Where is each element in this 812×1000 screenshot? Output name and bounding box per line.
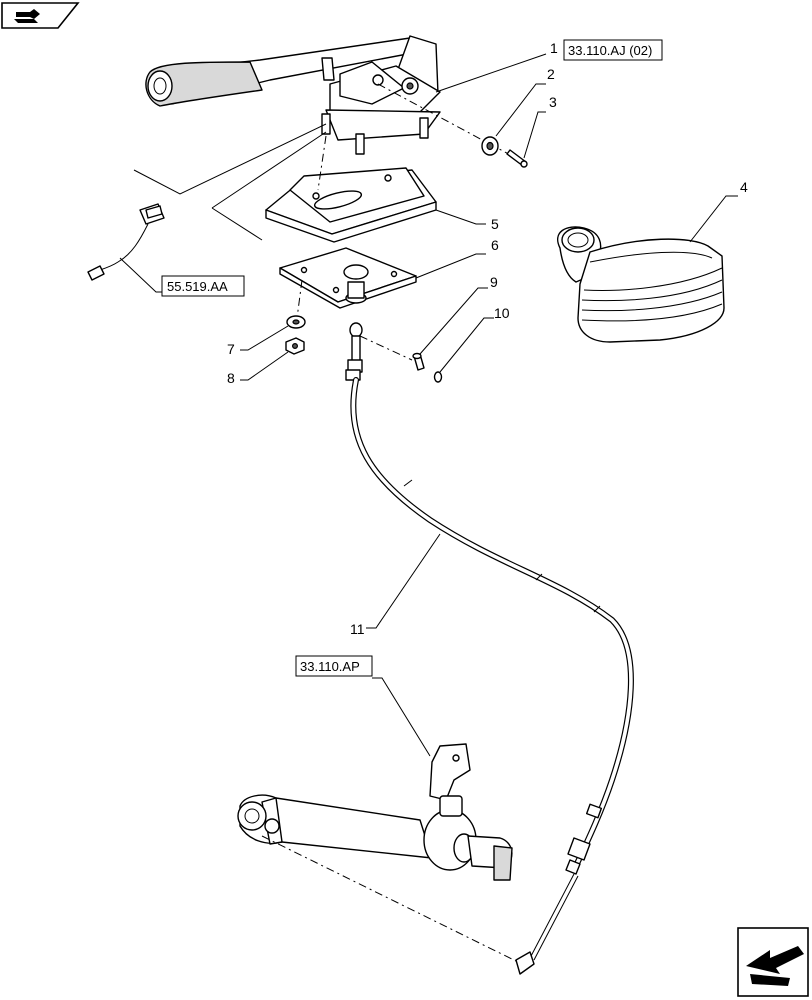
upper-plate <box>265 167 437 243</box>
return-arrow-icon[interactable] <box>737 927 809 997</box>
leader-5 <box>435 209 486 225</box>
ref-switch[interactable]: 55.519.AA <box>167 279 228 294</box>
callout-9: 9 <box>490 274 498 290</box>
lever-boot <box>557 226 725 343</box>
callout-2: 2 <box>547 66 555 82</box>
callout-8: 8 <box>227 370 235 386</box>
ref-box-brake-linkage[interactable]: 33.110.AP <box>295 655 373 677</box>
washer <box>481 136 499 156</box>
callout-10: 10 <box>494 305 510 321</box>
ref-lever-assembly[interactable]: 33.110.AJ (02) <box>568 43 652 58</box>
callout-6: 6 <box>491 237 499 253</box>
leader-4 <box>689 195 738 243</box>
leader-2 <box>495 83 546 137</box>
callout-5: 5 <box>491 216 499 232</box>
brake-linkage <box>237 743 513 881</box>
callout-11: 11 <box>350 621 365 637</box>
ref-box-lever-assembly[interactable]: 33.110.AJ (02) <box>563 39 663 61</box>
nut <box>285 337 305 355</box>
screw <box>506 149 528 168</box>
leader-6 <box>415 253 486 279</box>
hand-brake-lever <box>145 35 441 155</box>
callout-1: 1 <box>550 40 558 56</box>
brake-switch <box>87 203 165 281</box>
retaining-clip <box>433 371 443 383</box>
leader-9 <box>419 287 488 355</box>
leader-1 <box>435 53 547 93</box>
ref-brake-linkage[interactable]: 33.110.AP <box>300 659 360 674</box>
leader-8 <box>240 351 289 381</box>
leader-10 <box>439 317 494 373</box>
brake-cable <box>345 322 634 975</box>
ref-box-switch[interactable]: 55.519.AA <box>161 275 245 297</box>
leader-linkage <box>372 677 431 757</box>
floor-line-upper <box>133 123 327 195</box>
leader-switch <box>119 257 164 293</box>
callout-3: 3 <box>549 94 557 110</box>
callout-7: 7 <box>227 341 235 357</box>
leader-7 <box>240 325 289 351</box>
centerline-pin <box>359 335 413 361</box>
leader-3 <box>523 111 546 159</box>
callout-4: 4 <box>740 179 748 195</box>
washer-small <box>286 315 306 329</box>
book-arrow-icon[interactable] <box>1 2 80 29</box>
floor-line-lower <box>211 131 327 241</box>
centerline-linkage <box>261 835 519 963</box>
clevis-pin <box>412 352 425 371</box>
lower-plate <box>279 247 417 309</box>
leader-11 <box>366 533 441 629</box>
